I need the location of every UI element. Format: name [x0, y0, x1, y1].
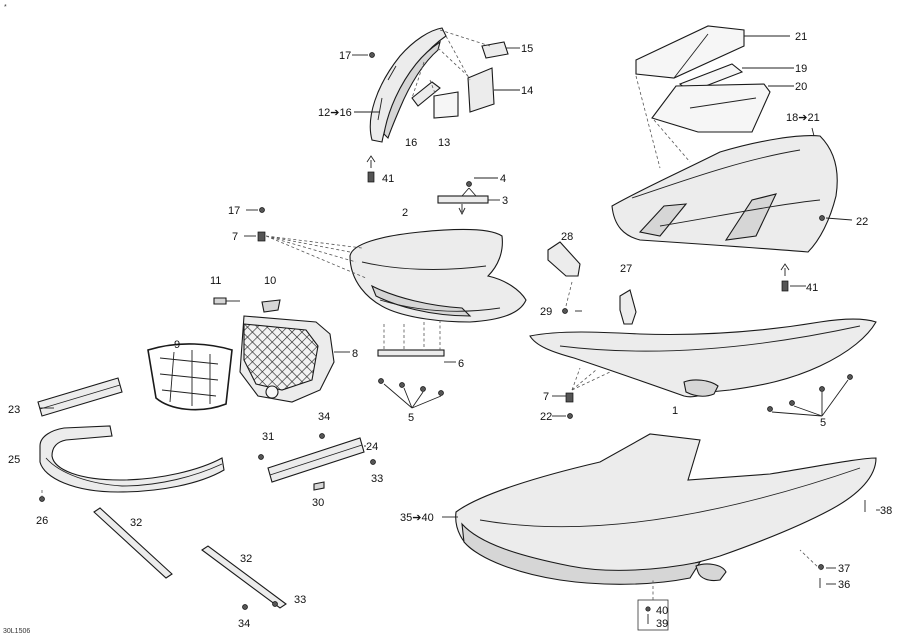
callout-26: 26: [36, 515, 48, 527]
callout-8: 8: [352, 348, 358, 360]
bracket-10: [261, 299, 281, 313]
drawing-code: 30L1506: [3, 628, 30, 635]
callout-29: 29: [540, 306, 552, 318]
strip-32-left: [93, 507, 173, 579]
callout-25: 25: [8, 454, 20, 466]
nut-40: [645, 606, 651, 612]
callout-39: 39: [656, 618, 668, 630]
vent-piece-14: [467, 67, 495, 113]
side-panel-part-12-16: [369, 27, 447, 143]
callout-12-16: 12➔16: [318, 107, 352, 119]
callout-17-top: 17: [339, 50, 351, 62]
lower-side-panel-part-1: [529, 318, 877, 398]
callout-3: 3: [502, 195, 508, 207]
callout-1: 1: [672, 405, 678, 417]
screw-22-right: [567, 413, 573, 419]
grille-frame-8: [239, 315, 335, 403]
bracket-28: [547, 241, 581, 277]
callout-9: 9: [174, 339, 180, 351]
screw-11: [213, 297, 240, 305]
insert-piece-13: [433, 91, 459, 119]
callout-41-right: 41: [806, 282, 818, 294]
screw-29: [562, 308, 568, 314]
callout-5-right: 5: [820, 417, 826, 429]
callout-32-bottom: 32: [240, 553, 252, 565]
rivets-5-right: [767, 374, 853, 417]
grille-9: [147, 343, 233, 411]
nut-34-center: [319, 433, 325, 439]
screw-17-center: [259, 207, 265, 213]
nut-4: [466, 181, 472, 187]
callout-31: 31: [262, 431, 274, 443]
callout-labels: 15 14 12➔16 16 13 17 41 21 19 20 18➔21 2…: [8, 31, 892, 630]
cap-piece-15: [481, 41, 509, 59]
callout-13: 13: [438, 137, 450, 149]
callout-28: 28: [561, 231, 573, 243]
strip-32-bottom: [201, 545, 287, 609]
bracket-27: [619, 289, 637, 325]
corner-mark: *: [4, 4, 7, 11]
callout-41-left: 41: [382, 173, 394, 185]
callout-18-21: 18➔21: [786, 112, 820, 124]
pad-piece-21: [635, 25, 745, 79]
callout-27: 27: [620, 263, 632, 275]
callout-30: 30: [312, 497, 324, 509]
leader-lines: [40, 35, 880, 585]
callout-38: 38: [880, 505, 892, 517]
front-cowl-part-2: [349, 228, 527, 323]
callout-14: 14: [521, 85, 533, 97]
callout-10: 10: [264, 275, 276, 287]
screw-33-center: [370, 459, 376, 465]
callout-24: 24: [366, 441, 378, 453]
callout-16: 16: [405, 137, 417, 149]
bolt-30: [313, 481, 325, 491]
callout-6: 6: [458, 358, 464, 370]
bracket-3: [437, 195, 489, 204]
rivets-5-center: [378, 378, 444, 409]
strip-6: [377, 349, 445, 357]
callout-20: 20: [795, 81, 807, 93]
callout-15: 15: [521, 43, 533, 55]
callout-37: 37: [838, 563, 850, 575]
fastener-box-39-40: [637, 599, 669, 631]
callout-35-40: 35➔40: [400, 512, 434, 524]
side-cover-part-18-21: [611, 135, 838, 253]
rail-23: [37, 377, 123, 417]
screw-17-top: [369, 52, 375, 58]
callout-32-left: 32: [130, 517, 142, 529]
pad-piece-20: [651, 83, 771, 133]
clip-41-right: [781, 280, 789, 292]
screw-31: [258, 454, 264, 460]
bracket-24: [267, 437, 365, 483]
bumper-25: [39, 425, 225, 493]
callout-7-right: 7: [543, 391, 549, 403]
callout-2: 2: [402, 207, 408, 219]
callout-40: 40: [656, 605, 668, 617]
callout-19: 19: [795, 63, 807, 75]
callout-22-top: 22: [856, 216, 868, 228]
callout-22-right: 22: [540, 411, 552, 423]
screw-33-bottom: [272, 601, 278, 607]
callout-33-center: 33: [371, 473, 383, 485]
insert-piece-16: [411, 81, 441, 107]
rivet-26: [39, 496, 45, 502]
callout-17-center: 17: [228, 205, 240, 217]
callout-36: 36: [838, 579, 850, 591]
callout-21: 21: [795, 31, 807, 43]
callout-34-center: 34: [318, 411, 330, 423]
nut-34-bottom: [242, 604, 248, 610]
clip-7-center: [257, 231, 266, 242]
callout-5-center: 5: [408, 412, 414, 424]
seat-part-35-40: [455, 433, 877, 585]
callout-23: 23: [8, 404, 20, 416]
callout-7-center: 7: [232, 231, 238, 243]
callout-34-bottom: 34: [238, 618, 250, 630]
screw-22-top: [819, 215, 825, 221]
clip-41-left: [367, 171, 375, 183]
callout-11: 11: [210, 275, 221, 287]
callout-33-bottom: 33: [294, 594, 306, 606]
callout-4: 4: [500, 173, 506, 185]
clip-7-right: [565, 392, 574, 403]
